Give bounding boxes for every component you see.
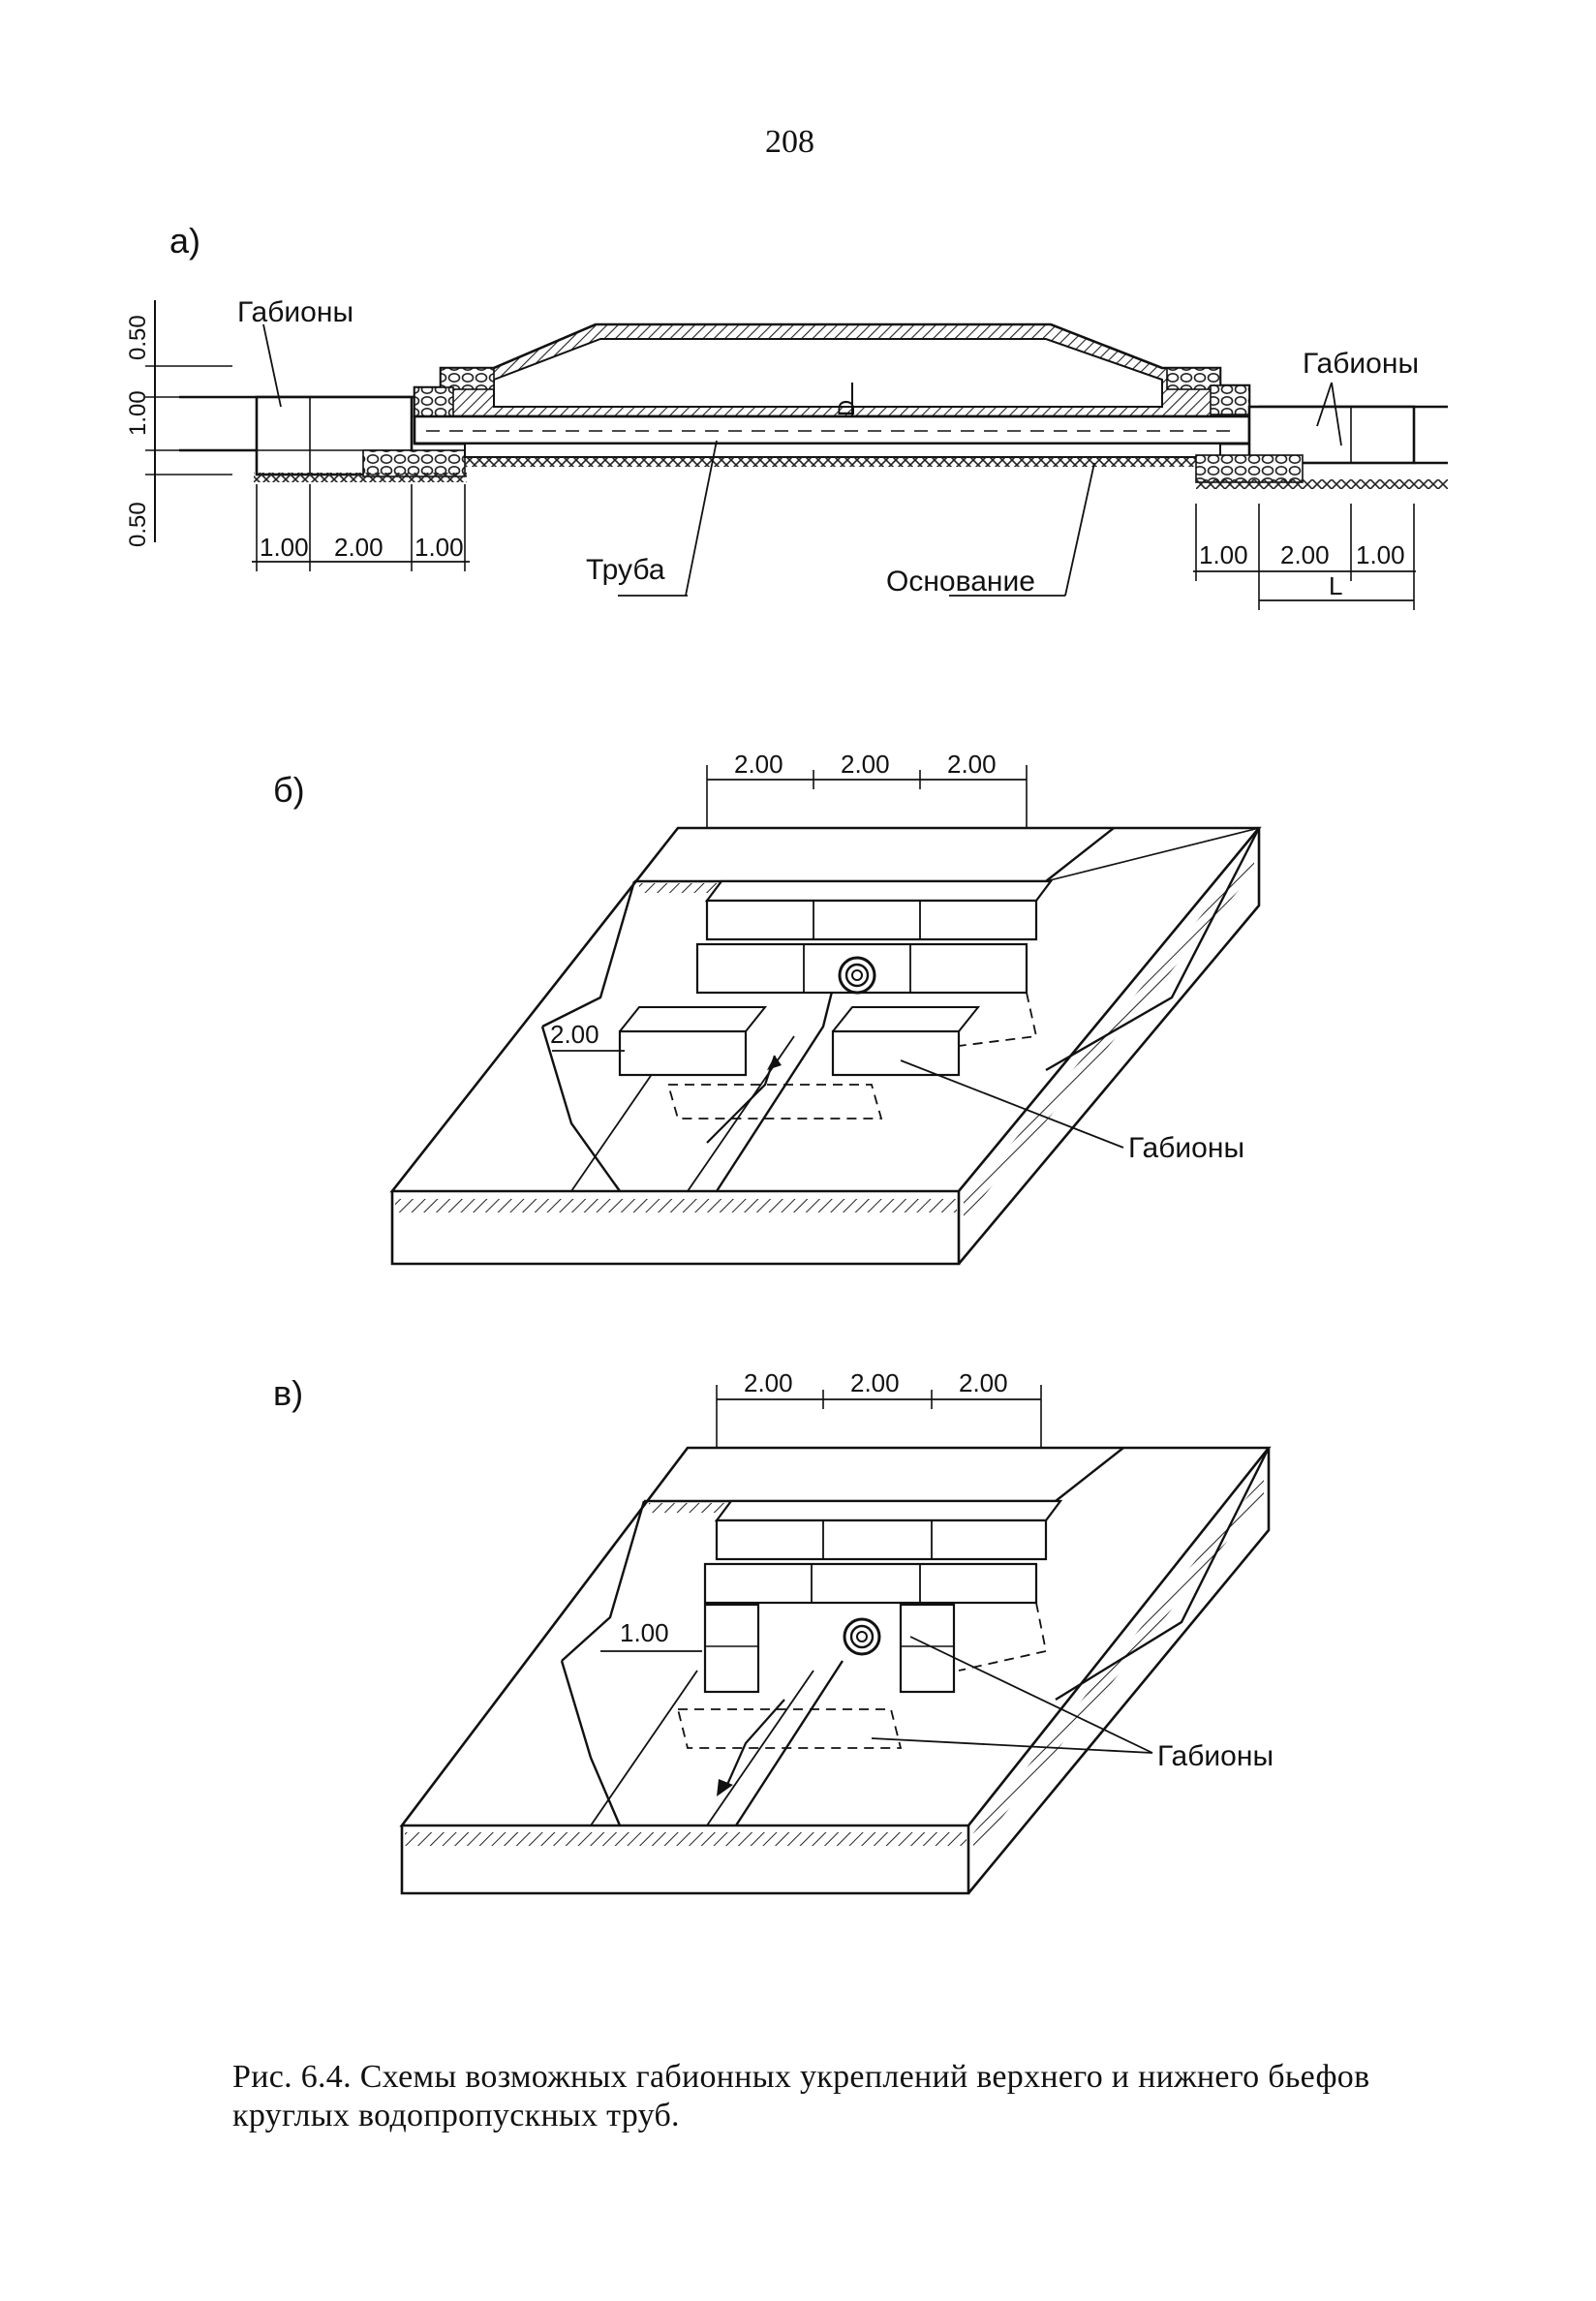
pipe-end-b: [838, 956, 876, 995]
left-dim-3: 1.00: [414, 533, 464, 562]
right-gabion-block: [1247, 405, 1416, 465]
label-gabions-right: Габионы: [1303, 348, 1419, 380]
right-total-label: L: [1329, 571, 1342, 600]
figure-a-letter: а): [169, 221, 201, 261]
top-dim-2-v: 2.00: [850, 1368, 900, 1397]
figure-v-isometric-drawing: 2.00 2.00 2.00: [399, 1368, 1274, 1895]
vertical-dim-top: 0.50: [125, 315, 151, 360]
label-base: Основание: [886, 566, 1035, 598]
label-gabions-b: Габионы: [1128, 1132, 1244, 1164]
side-dim-b: 2.00: [550, 1020, 599, 1049]
figure-a-section-drawing: 0.50 1.00 0.50 D: [125, 296, 1448, 610]
right-dim-1: 1.00: [1199, 540, 1248, 569]
left-dim-1: 1.00: [260, 533, 309, 562]
figure-b-letter: б): [273, 770, 305, 810]
right-dim-3: 1.00: [1356, 540, 1405, 569]
top-dim-3: 2.00: [947, 750, 997, 779]
label-gabions-v: Габионы: [1157, 1740, 1274, 1772]
figure-v-letter: в): [273, 1373, 304, 1413]
label-pipe: Труба: [586, 554, 665, 586]
top-dim-2: 2.00: [841, 750, 890, 779]
top-dim-1: 2.00: [734, 750, 783, 779]
vertical-dim-bottom: 0.50: [125, 502, 151, 547]
vertical-dim-middle: 1.00: [125, 390, 151, 436]
top-dim-1-v: 2.00: [744, 1368, 793, 1397]
figure-b-isometric-drawing: 2.00 2.00 2.00: [389, 750, 1262, 1266]
page-number: 208: [765, 124, 814, 160]
top-dim-3-v: 2.00: [959, 1368, 1008, 1397]
left-dim-2: 2.00: [334, 533, 384, 562]
pipe-end-v: [843, 1617, 881, 1656]
label-gabions-left: Габионы: [237, 296, 353, 328]
side-dim-v: 1.00: [620, 1618, 669, 1647]
diameter-label: D: [834, 400, 860, 416]
pipe: [413, 414, 1251, 445]
figure-caption: Рис. 6.4. Схемы возможных габионных укре…: [232, 2059, 1370, 2133]
right-dim-2: 2.00: [1280, 540, 1330, 569]
